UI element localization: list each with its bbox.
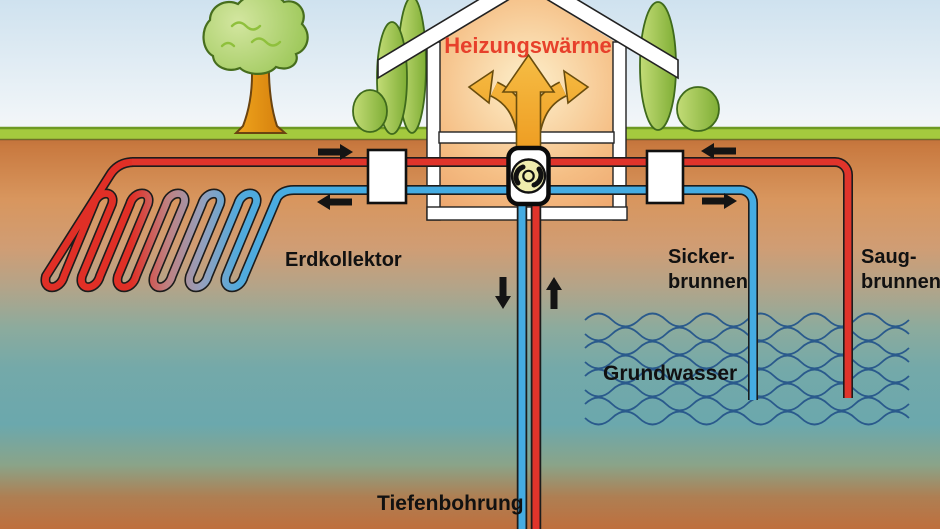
label-erdkollektor: Erdkollektor <box>285 249 402 271</box>
wave-line <box>584 382 910 398</box>
heat-pump-unit <box>506 145 551 207</box>
label-sickerbrunnen-line1: Sicker- <box>668 246 735 268</box>
tree <box>202 0 309 134</box>
bush-round-left <box>352 89 388 133</box>
fan-blade <box>531 166 544 188</box>
label-grundwasser: Grundwasser <box>603 362 737 385</box>
wave-line <box>584 396 910 412</box>
wave-line <box>584 368 910 384</box>
wave-line <box>584 312 910 328</box>
coil-pipe <box>42 158 326 291</box>
ground-collector-coil <box>40 157 326 293</box>
wave-line <box>584 326 910 342</box>
label-saugbrunnen-line1: Saug- <box>861 246 917 268</box>
wave-line <box>584 410 910 426</box>
foliage-detail <box>230 21 262 31</box>
label-saugbrunnen-line2: brunnen <box>861 271 940 293</box>
roof-left <box>377 0 510 80</box>
tree-foliage <box>202 0 309 75</box>
manifold-box-right <box>645 149 685 205</box>
heat-arrow-left-head <box>467 69 495 105</box>
tree-trunk <box>233 53 288 134</box>
roof-right <box>546 0 679 80</box>
heat-arrow-right-head <box>562 69 590 105</box>
deep-borehole-pipes <box>516 200 542 529</box>
label-sickerbrunnen-line2: brunnen <box>668 271 748 293</box>
foliage-detail <box>250 37 282 47</box>
wave-line <box>584 340 910 356</box>
flow-arrow-left-icon <box>317 194 352 210</box>
foliage-detail <box>220 41 236 48</box>
flow-arrows <box>317 143 737 309</box>
label-heizungswaerme: Heizungswärme <box>444 33 612 58</box>
heat-arrow-center <box>501 53 556 151</box>
warm-pipe <box>132 158 852 398</box>
flow-arrow-up-icon <box>546 277 562 309</box>
groundwater-waves <box>584 312 910 426</box>
heat-flow-arrow <box>467 53 590 151</box>
label-tiefenbohrung: Tiefenbohrung <box>377 492 524 515</box>
manifold-box-left <box>366 148 408 205</box>
bush-round-right <box>676 86 720 132</box>
flow-arrow-down-icon <box>495 277 511 309</box>
flow-arrow-left-icon <box>701 143 736 159</box>
cold-pipe <box>300 186 757 400</box>
fan-blade <box>513 164 526 186</box>
flow-arrow-right-icon <box>702 193 737 209</box>
wave-line <box>584 354 910 370</box>
fan-hub <box>522 169 535 183</box>
flow-arrow-right-icon <box>318 144 353 160</box>
